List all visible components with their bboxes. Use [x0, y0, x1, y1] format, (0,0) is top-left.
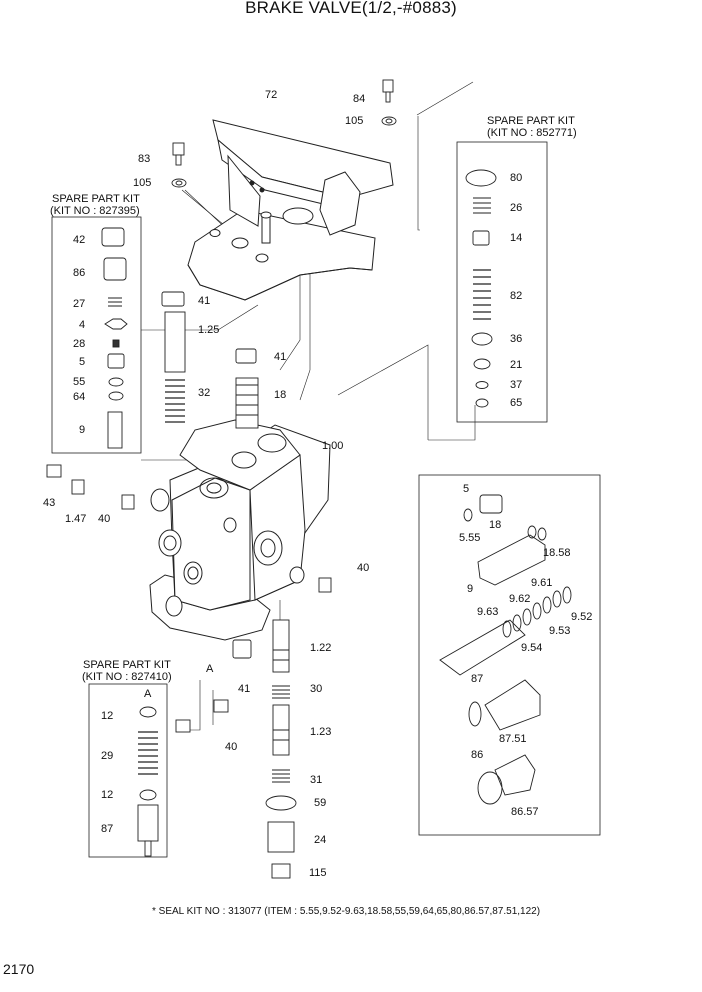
part-callout: 42: [73, 234, 86, 246]
part-callout: 43: [43, 497, 56, 509]
part-callout: 87: [101, 823, 114, 835]
part-callout: 115: [309, 867, 327, 879]
part-callout: 65: [510, 397, 523, 409]
part-callout: 5: [79, 356, 86, 368]
part-callout: 1.22: [310, 642, 332, 654]
kit-box-top-right: [456, 141, 548, 423]
part-callout: 18: [489, 519, 502, 531]
part-callout: A: [144, 688, 152, 700]
part-callout: 9.54: [521, 642, 543, 654]
part-callout: 1.23: [310, 726, 332, 738]
part-callout: 36: [510, 333, 523, 345]
part-callout: 9: [79, 424, 86, 436]
part-callout: 72: [265, 89, 278, 101]
kit-827410-parts: [137, 706, 159, 857]
part-callout: 80: [510, 172, 523, 184]
part-callout: 26: [510, 202, 523, 214]
part-callout: 83: [138, 153, 151, 165]
page-number: 2170: [3, 961, 35, 977]
part-callout: 40: [225, 741, 238, 753]
part-callout: A: [206, 663, 214, 675]
part-callout: 21: [510, 359, 523, 371]
part-callout: 86: [73, 267, 86, 279]
part-callout: 84: [353, 93, 366, 105]
part-callout: 28: [73, 338, 86, 350]
part-callout: 1.25: [198, 324, 220, 336]
part-callout: 1.47: [65, 513, 87, 525]
part-callout: 1.00: [322, 440, 344, 452]
part-callout: 27: [73, 298, 86, 310]
seal-kit-note: * SEAL KIT NO : 313077 (ITEM : 5.55,9.52…: [152, 906, 541, 917]
part-callout: 37: [510, 379, 523, 391]
part-callout: 59: [314, 797, 327, 809]
part-callout: 9.63: [477, 606, 499, 618]
part-callout: 18.58: [543, 547, 571, 559]
part-callout: 41: [198, 295, 211, 307]
part-callout: 24: [314, 834, 327, 846]
part-callout: 9.52: [571, 611, 593, 623]
pedal-assembly: [187, 119, 394, 301]
part-callout: 105: [133, 177, 152, 189]
kit-box-bottom-left: [88, 683, 168, 858]
part-callout: 41: [238, 683, 251, 695]
part-callout: 12: [101, 710, 114, 722]
kit-number: (KIT NO : 827395): [50, 205, 140, 217]
detail-parts: [439, 494, 572, 805]
part-callout: 86: [471, 749, 484, 761]
part-callout: 105: [345, 115, 364, 127]
kit-827395-parts: [101, 227, 128, 449]
part-callout: 12: [101, 789, 114, 801]
part-callout: 5: [463, 483, 470, 495]
part-callout: 9.61: [531, 577, 553, 589]
part-callout: 31: [310, 774, 323, 786]
kit-box-left: [51, 216, 142, 454]
part-callout: 32: [198, 387, 211, 399]
part-callout: 87: [471, 673, 484, 685]
part-callout: 82: [510, 290, 523, 302]
part-callout: 86.57: [511, 806, 539, 818]
top-fasteners: [171, 79, 397, 188]
part-callout: 9.62: [509, 593, 531, 605]
part-callout: 87.51: [499, 733, 527, 745]
part-callout: 41: [274, 351, 287, 363]
kit-box-detail: [418, 474, 601, 836]
center-parts: [46, 291, 332, 879]
part-callout: 30: [310, 683, 323, 695]
kit-title: SPARE PART KIT: [52, 193, 140, 205]
part-callout: 40: [357, 562, 370, 574]
part-callout: 40: [98, 513, 111, 525]
part-callout: 14: [510, 232, 523, 244]
part-callout: 9: [467, 583, 474, 595]
diagram-title: BRAKE VALVE(1/2,-#0883): [245, 0, 457, 17]
kit-number: (KIT NO : 827410): [82, 671, 172, 683]
part-callout: 4: [79, 319, 86, 331]
part-callout: 55: [73, 376, 86, 388]
part-callout: 64: [73, 391, 86, 403]
part-callout: 18: [274, 389, 287, 401]
kit-852771-parts: [465, 169, 497, 408]
kit-number: (KIT NO : 852771): [487, 127, 577, 139]
part-callout: 9.53: [549, 625, 571, 637]
valve-body: [149, 419, 331, 641]
part-callout: 29: [101, 750, 114, 762]
kit-title: SPARE PART KIT: [487, 115, 575, 127]
part-callout: 5.55: [459, 532, 481, 544]
kit-title: SPARE PART KIT: [83, 659, 171, 671]
